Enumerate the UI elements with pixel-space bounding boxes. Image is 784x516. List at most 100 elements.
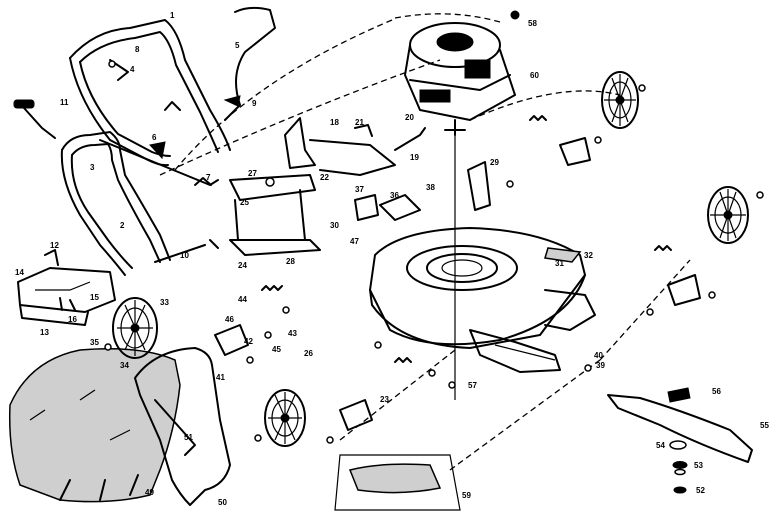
callout-56: 56 — [712, 387, 721, 396]
callout-47: 47 — [350, 237, 359, 246]
callout-51: 51 — [184, 433, 193, 442]
callout-59: 59 — [462, 491, 471, 500]
callout-12: 12 — [50, 241, 59, 250]
wheel-left-front — [264, 389, 306, 447]
callout-41: 41 — [216, 373, 225, 382]
bracket-29 — [467, 161, 491, 211]
cable-clip-7b — [194, 177, 212, 186]
upper-handle — [69, 19, 231, 167]
callout-42: 42 — [244, 337, 253, 346]
wheel-right-front — [707, 186, 749, 244]
callout-36: 36 — [390, 191, 399, 200]
callout-10: 10 — [180, 251, 189, 260]
callout-4: 4 — [130, 65, 135, 74]
callout-39: 39 — [596, 361, 605, 370]
callout-43: 43 — [288, 329, 297, 338]
callout-55: 55 — [760, 421, 769, 430]
dashed-leader-bottom — [339, 259, 691, 471]
lever-9 — [223, 95, 241, 107]
front-skirt — [469, 289, 596, 373]
callout-49: 49 — [145, 488, 154, 497]
callout-labels: 1234567891011121314151618192021222324252… — [15, 11, 769, 507]
callout-27: 27 — [248, 169, 257, 178]
cable-clip-7 — [164, 101, 181, 111]
spring-44-c — [529, 115, 547, 121]
callout-35: 35 — [90, 338, 99, 347]
mower-blade — [607, 387, 753, 463]
callout-20: 20 — [405, 113, 414, 122]
callout-15: 15 — [90, 293, 99, 302]
spring-44-d — [654, 245, 672, 251]
callout-37: 37 — [355, 185, 364, 194]
callout-23: 23 — [380, 395, 389, 404]
hardware-dots — [104, 84, 764, 444]
adjuster-46-c — [559, 137, 591, 166]
wheel-right-rear — [601, 71, 639, 129]
callout-58: 58 — [528, 19, 537, 28]
callout-21: 21 — [355, 118, 364, 127]
callout-26: 26 — [304, 349, 313, 358]
rear-guard — [17, 249, 116, 326]
callout-8: 8 — [135, 45, 140, 54]
adjuster-46-a — [214, 324, 249, 356]
callout-11: 11 — [60, 98, 69, 107]
callout-28: 28 — [286, 257, 295, 266]
adjuster-46-d — [667, 274, 701, 306]
callout-24: 24 — [238, 261, 247, 270]
callout-30: 30 — [330, 221, 339, 230]
spring-44-a — [261, 285, 283, 291]
callout-6: 6 — [152, 133, 157, 142]
callout-50: 50 — [218, 498, 227, 507]
callout-60: 60 — [530, 71, 539, 80]
callout-57: 57 — [468, 381, 477, 390]
bag-rod-51 — [154, 399, 196, 456]
callout-32: 32 — [584, 251, 593, 260]
callout-25: 25 — [240, 198, 249, 207]
mower-deck — [369, 227, 586, 349]
spring-44-b — [394, 357, 412, 363]
callout-1: 1 — [170, 11, 175, 20]
callout-2: 2 — [120, 221, 125, 230]
wheel-left-rear — [112, 297, 158, 359]
callout-44: 44 — [238, 295, 247, 304]
callout-33: 33 — [160, 298, 169, 307]
callout-46: 46 — [225, 315, 234, 324]
deflector-32 — [544, 247, 582, 263]
callout-18: 18 — [330, 118, 339, 127]
lower-handle — [60, 131, 219, 276]
callout-19: 19 — [410, 153, 419, 162]
callout-53: 53 — [694, 461, 703, 470]
engine — [404, 22, 516, 136]
callout-9: 9 — [252, 99, 257, 108]
adjuster-46-b — [339, 399, 373, 431]
callout-34: 34 — [120, 361, 129, 370]
bolt-10 — [154, 239, 219, 263]
rear-bracket — [229, 174, 321, 256]
callout-5: 5 — [235, 41, 240, 50]
callout-29: 29 — [490, 158, 499, 167]
center-bracket — [354, 194, 421, 221]
callout-16: 16 — [68, 315, 77, 324]
height-adjuster — [284, 117, 426, 176]
dashed-leader-engine — [159, 13, 621, 176]
control-cable — [224, 6, 276, 121]
callout-40: 40 — [594, 351, 603, 360]
bracket-6 — [149, 141, 166, 160]
callout-54: 54 — [656, 441, 665, 450]
callout-52: 52 — [696, 486, 705, 495]
callout-14: 14 — [15, 268, 24, 277]
callout-38: 38 — [426, 183, 435, 192]
callout-7: 7 — [206, 173, 211, 182]
callout-22: 22 — [320, 173, 329, 182]
callout-13: 13 — [40, 328, 49, 337]
callout-31: 31 — [555, 259, 564, 268]
callout-45: 45 — [272, 345, 281, 354]
handle-knob — [13, 99, 56, 139]
bag-frame — [134, 347, 231, 506]
bag-inset — [334, 454, 461, 511]
blade-hardware — [669, 440, 688, 494]
spark-plug-58 — [510, 10, 520, 20]
callout-3: 3 — [90, 163, 95, 172]
